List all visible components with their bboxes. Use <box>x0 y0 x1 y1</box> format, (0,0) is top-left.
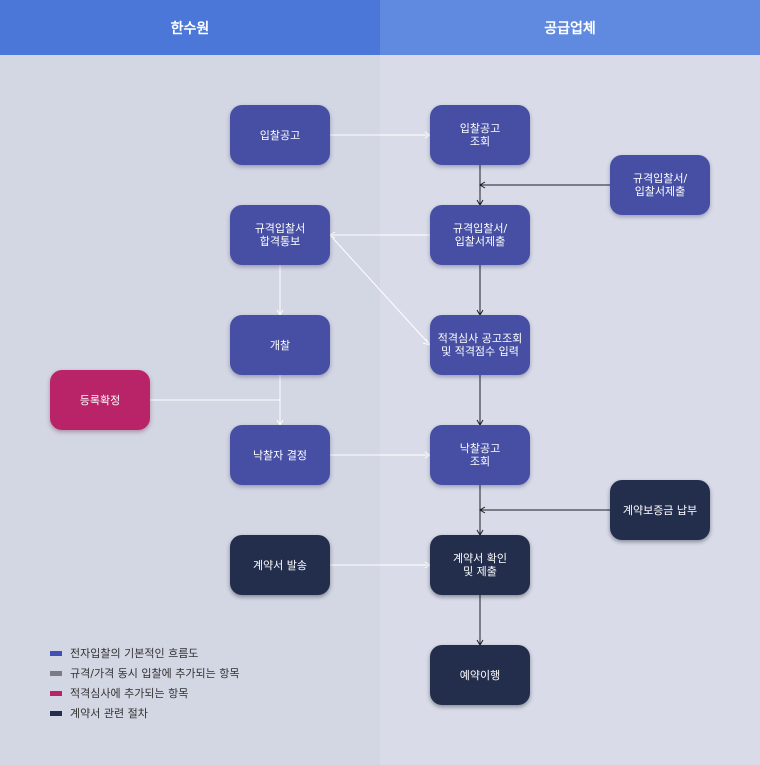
node-contract-perform[interactable]: 예약이행 <box>430 645 530 705</box>
node-registration-confirm[interactable]: 등록확정 <box>50 370 150 430</box>
legend-swatch <box>50 670 62 676</box>
arrowhead-pass <box>329 231 336 239</box>
legend-label: 계약서 관련 절차 <box>70 707 148 720</box>
arrowhead-ext <box>479 181 486 189</box>
header-supplier: 공급업체 <box>380 0 760 55</box>
node-spec-bid-submit-ext[interactable]: 규격입찰서/ 입찰서제출 <box>610 155 710 215</box>
arrowhead-bond <box>479 506 486 514</box>
node-qualification-input[interactable]: 적격심사 공고조회 및 적격점수 입력 <box>430 315 530 375</box>
node-bid-notice[interactable]: 입찰공고 <box>230 105 330 165</box>
node-spec-bid-submit[interactable]: 규격입찰서/ 입찰서제출 <box>430 205 530 265</box>
legend-item-qualification: 적격심사에 추가되는 항목 <box>50 683 240 703</box>
arrowhead-qualification <box>422 338 432 346</box>
legend-label: 전자입찰의 기본적인 흐름도 <box>70 647 199 660</box>
node-contract-bond[interactable]: 계약보증금 납부 <box>610 480 710 540</box>
node-winner-decision[interactable]: 낙찰자 결정 <box>230 425 330 485</box>
legend-item-contract: 계약서 관련 절차 <box>50 703 240 723</box>
header-korea-hydro: 한수원 <box>0 0 380 55</box>
node-opening[interactable]: 개찰 <box>230 315 330 375</box>
legend-item-basic: 전자입찰의 기본적인 흐름도 <box>50 643 240 663</box>
legend-label: 적격심사에 추가되는 항목 <box>70 687 189 700</box>
legend-item-spec-price: 규격/가격 동시 입찰에 추가되는 항목 <box>50 663 240 683</box>
line-pass-to-qualification <box>329 234 431 346</box>
legend: 전자입찰의 기본적인 흐름도 규격/가격 동시 입찰에 추가되는 항목 적격심사… <box>50 643 240 723</box>
legend-swatch <box>50 650 62 656</box>
node-contract-confirm[interactable]: 계약서 확인 및 제출 <box>430 535 530 595</box>
legend-label: 규격/가격 동시 입찰에 추가되는 항목 <box>70 667 240 680</box>
legend-swatch <box>50 690 62 696</box>
node-award-notice-view[interactable]: 낙찰공고 조회 <box>430 425 530 485</box>
node-bid-notice-view[interactable]: 입찰공고 조회 <box>430 105 530 165</box>
node-contract-send[interactable]: 계약서 발송 <box>230 535 330 595</box>
legend-swatch <box>50 710 62 716</box>
node-spec-pass-notice[interactable]: 규격입찰서 합격통보 <box>230 205 330 265</box>
